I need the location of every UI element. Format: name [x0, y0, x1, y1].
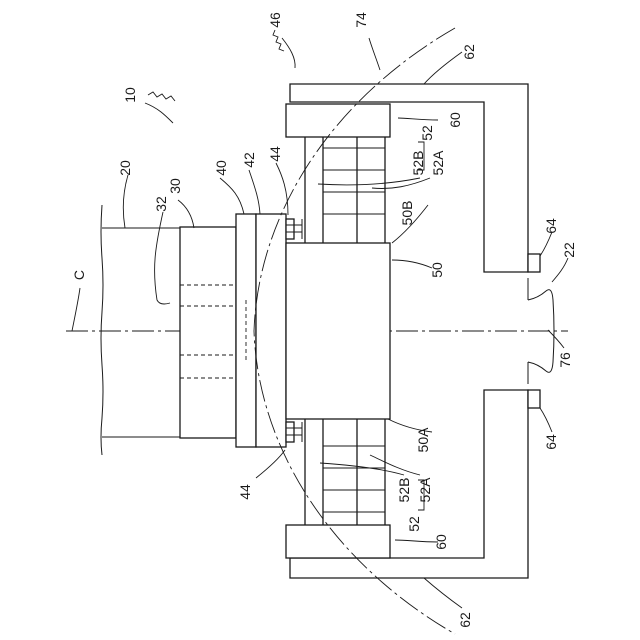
label-20: 20: [117, 160, 133, 176]
label-52-bottom: 52: [406, 516, 422, 532]
label-50A: 50A: [415, 427, 431, 453]
label-44-top: 44: [267, 146, 283, 162]
label-52B-top: 52B: [410, 151, 426, 176]
bushing-60-bottom: [286, 525, 390, 558]
component-20: [101, 205, 180, 455]
label-46: 46: [267, 12, 283, 28]
label-50B: 50B: [399, 201, 415, 226]
pin-64-bottom: [528, 390, 540, 408]
label-42: 42: [241, 152, 257, 168]
label-32: 32: [153, 196, 169, 212]
label-C: C: [71, 270, 87, 280]
block-50: [286, 243, 390, 419]
label-44-bottom: 44: [237, 484, 253, 500]
label-22: 22: [561, 242, 577, 258]
label-76: 76: [557, 352, 573, 368]
label-50: 50: [429, 262, 445, 278]
bolt-44-top: [286, 219, 302, 239]
spring-52-bottom: [305, 419, 385, 525]
label-62-bottom: 62: [457, 612, 473, 628]
bushing-60-top: [286, 104, 390, 137]
label-52B-bottom: 52B: [396, 478, 412, 503]
spring-52-top: [305, 137, 385, 243]
block-30: [180, 227, 236, 438]
label-64-bottom: 64: [543, 434, 559, 450]
bolt-44-bottom: [286, 422, 302, 442]
label-52-top: 52: [419, 125, 435, 141]
arrow-46: [273, 30, 284, 51]
label-60-bottom: 60: [433, 534, 449, 550]
label-64-top: 64: [543, 218, 559, 234]
pin-64-top: [528, 254, 540, 272]
plate-42: [256, 214, 286, 447]
label-60-top: 60: [447, 112, 463, 128]
label-10: 10: [122, 87, 138, 103]
label-52A-bottom: 52A: [417, 477, 433, 503]
label-52A-top: 52A: [430, 150, 446, 176]
arrow-10: [148, 92, 175, 101]
label-62-top: 62: [461, 44, 477, 60]
label-30: 30: [167, 178, 183, 194]
label-74: 74: [353, 12, 369, 28]
label-40: 40: [213, 160, 229, 176]
